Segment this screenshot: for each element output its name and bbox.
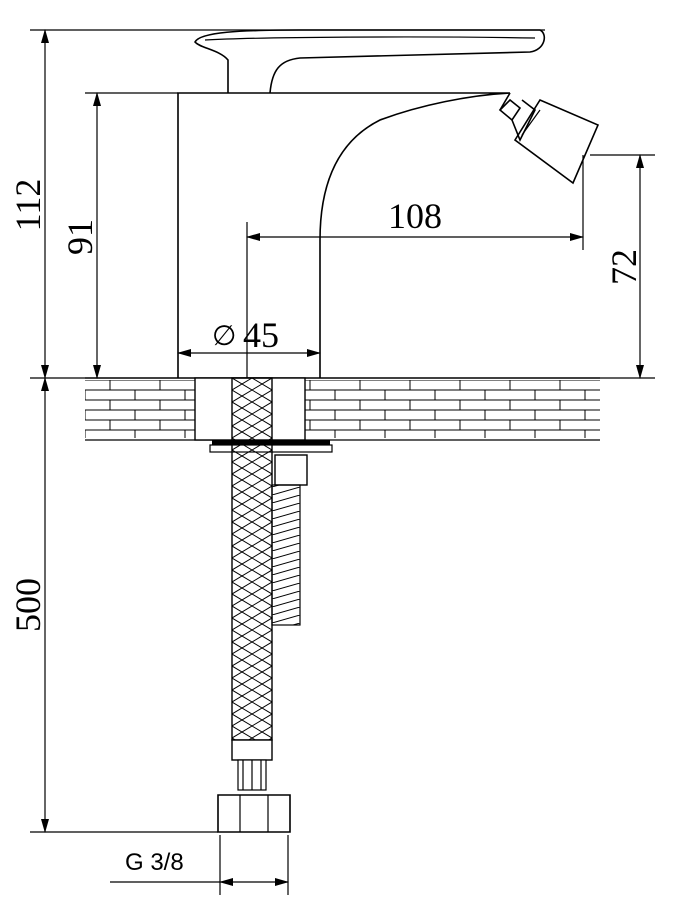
dimension-72: 72	[604, 154, 644, 379]
dim-45-label: 45	[243, 315, 279, 355]
dim-72-label: 72	[604, 249, 644, 285]
faucet-body	[177, 92, 511, 378]
dimension-g38: G 3/8	[125, 849, 289, 886]
diameter-symbol: ∅	[212, 321, 236, 352]
g38-label: G 3/8	[125, 849, 184, 876]
dimension-112: 112	[8, 29, 49, 379]
countertop	[85, 377, 600, 441]
extension-lines	[30, 29, 655, 895]
dimension-diameter-45: ∅ 45	[177, 315, 321, 357]
dim-112-label: 112	[8, 179, 48, 232]
spray-nozzle	[498, 98, 600, 185]
dim-91-label: 91	[60, 219, 100, 255]
dim-500-label: 500	[8, 578, 48, 632]
threaded-rod	[271, 454, 308, 626]
dim-108-label: 108	[388, 196, 442, 236]
dimension-108: 108	[246, 196, 584, 241]
handle-lever	[194, 29, 546, 94]
braided-hose	[217, 377, 291, 833]
dimension-500: 500	[8, 377, 49, 833]
dimension-91: 91	[60, 92, 101, 379]
